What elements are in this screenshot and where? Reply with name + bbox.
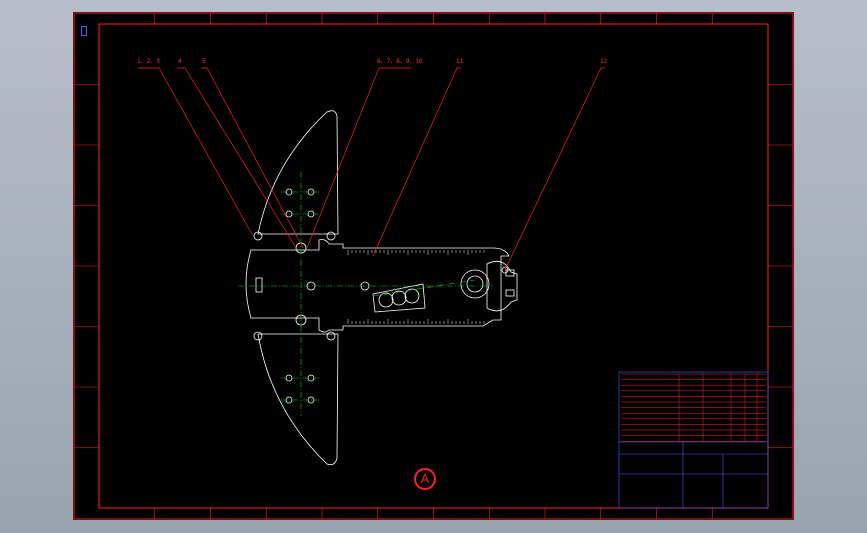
bom-table: [621, 373, 766, 442]
part-outline: [245, 110, 518, 466]
leader-lines: [138, 67, 605, 271]
balloon-4: 4: [178, 58, 182, 65]
balloon-6-10: 6、7、8、9、10: [377, 58, 423, 65]
zone-ticks: [74, 13, 793, 519]
balloon-1-2-3: 1、2、3: [137, 58, 160, 65]
drawing-canvas[interactable]: [73, 12, 794, 520]
outer-border: [73, 12, 794, 520]
centerlines: [238, 172, 493, 416]
balloon-5: 5: [202, 58, 206, 65]
balloon-12: 12: [600, 58, 608, 65]
balloon-11: 11: [456, 58, 464, 65]
drawing-sheet[interactable]: 1、2、3 4 5 6、7、8、9、10 11 12 A: [73, 12, 794, 520]
scale-ticks: [347, 250, 485, 324]
title-block: [618, 371, 769, 509]
section-mark: A: [414, 468, 436, 490]
sheet-tag: [81, 26, 87, 36]
